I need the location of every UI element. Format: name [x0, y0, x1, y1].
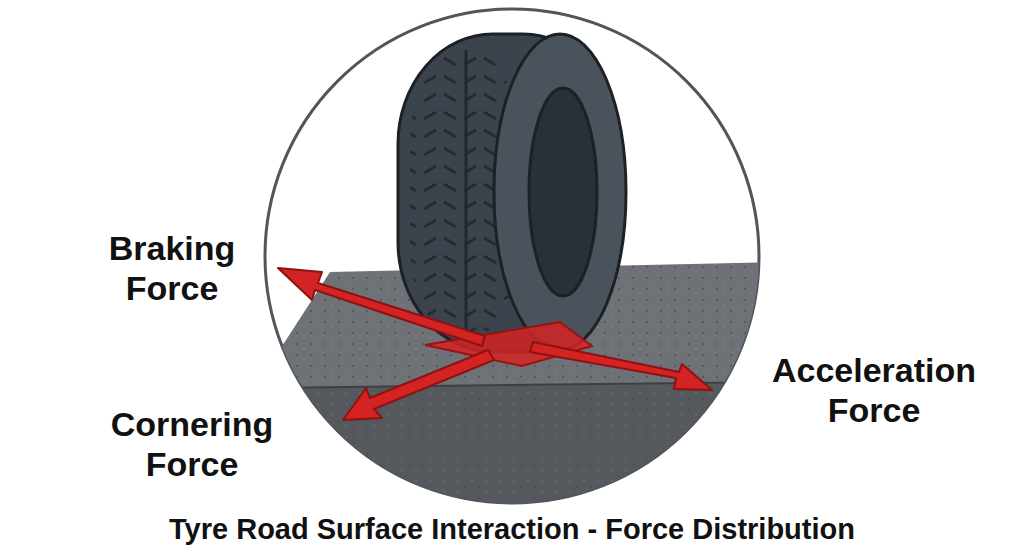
braking-arrow: [278, 268, 485, 346]
force-label: Cornering Force: [87, 404, 297, 484]
force-arrows: [278, 268, 712, 420]
diagram-title: Tyre Road Surface Interaction - Force Di…: [12, 512, 1012, 546]
force-label: Acceleration Force: [739, 350, 1009, 430]
acceleration-arrow: [530, 342, 712, 390]
tyre: [398, 34, 626, 352]
force-label: Braking Force: [87, 228, 257, 308]
cornering-arrow: [343, 350, 494, 420]
